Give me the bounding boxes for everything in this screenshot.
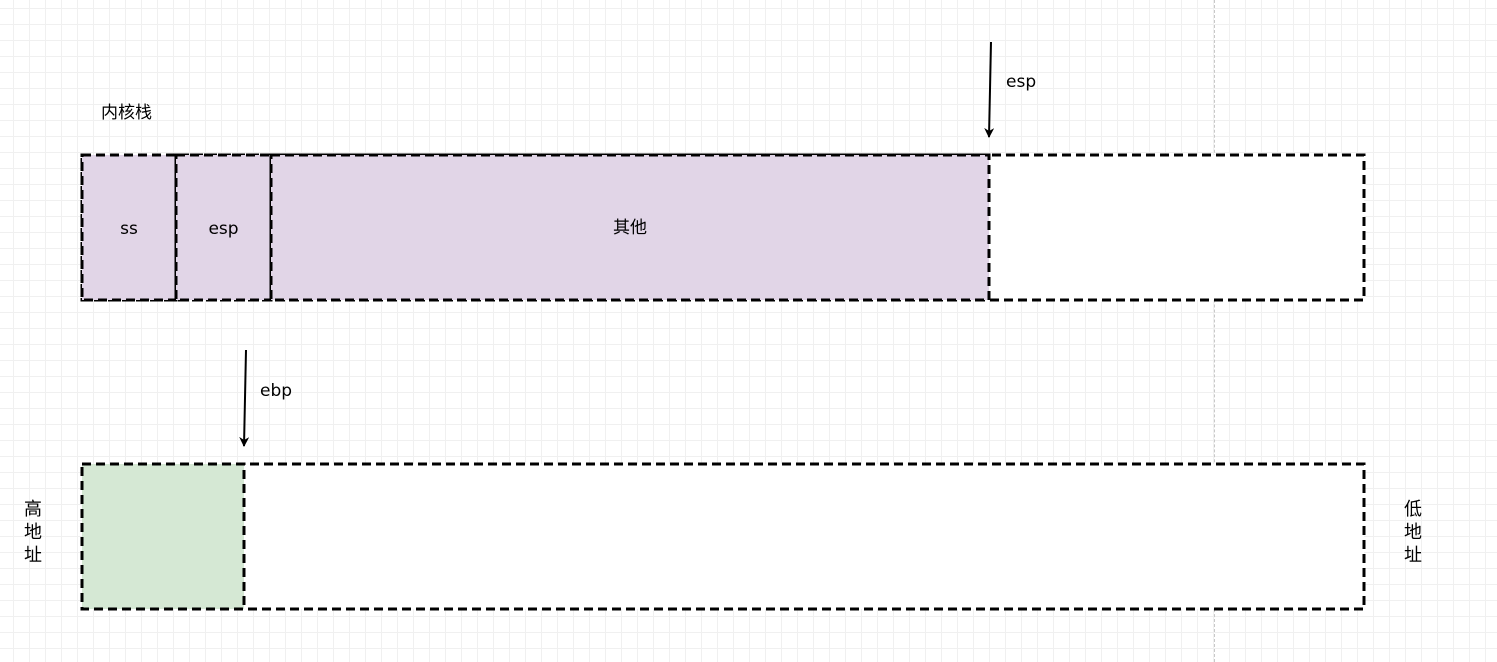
ss-cell-label: ss — [120, 219, 138, 239]
ebp-pointer-label: ebp — [260, 381, 293, 401]
esp-pointer-arrow[interactable] — [984, 41, 995, 138]
other-cell[interactable] — [269, 153, 991, 302]
esp-pointer-label: esp — [1006, 72, 1037, 92]
ebp-pointer-arrow[interactable] — [239, 349, 250, 447]
ss-cell[interactable] — [80, 153, 178, 302]
page-boundary-line — [1214, 0, 1215, 662]
base-cell[interactable] — [80, 462, 246, 611]
high-address-label: 高地址 — [24, 499, 42, 566]
other-cell-label: 其他 — [613, 218, 647, 238]
diagram-title: 内核栈 — [101, 103, 152, 123]
bottom-stack-frame[interactable] — [80, 462, 1366, 611]
low-address-label: 低地址 — [1404, 499, 1422, 566]
esp-cell-label: esp — [208, 219, 239, 239]
esp-cell[interactable] — [174, 153, 273, 302]
